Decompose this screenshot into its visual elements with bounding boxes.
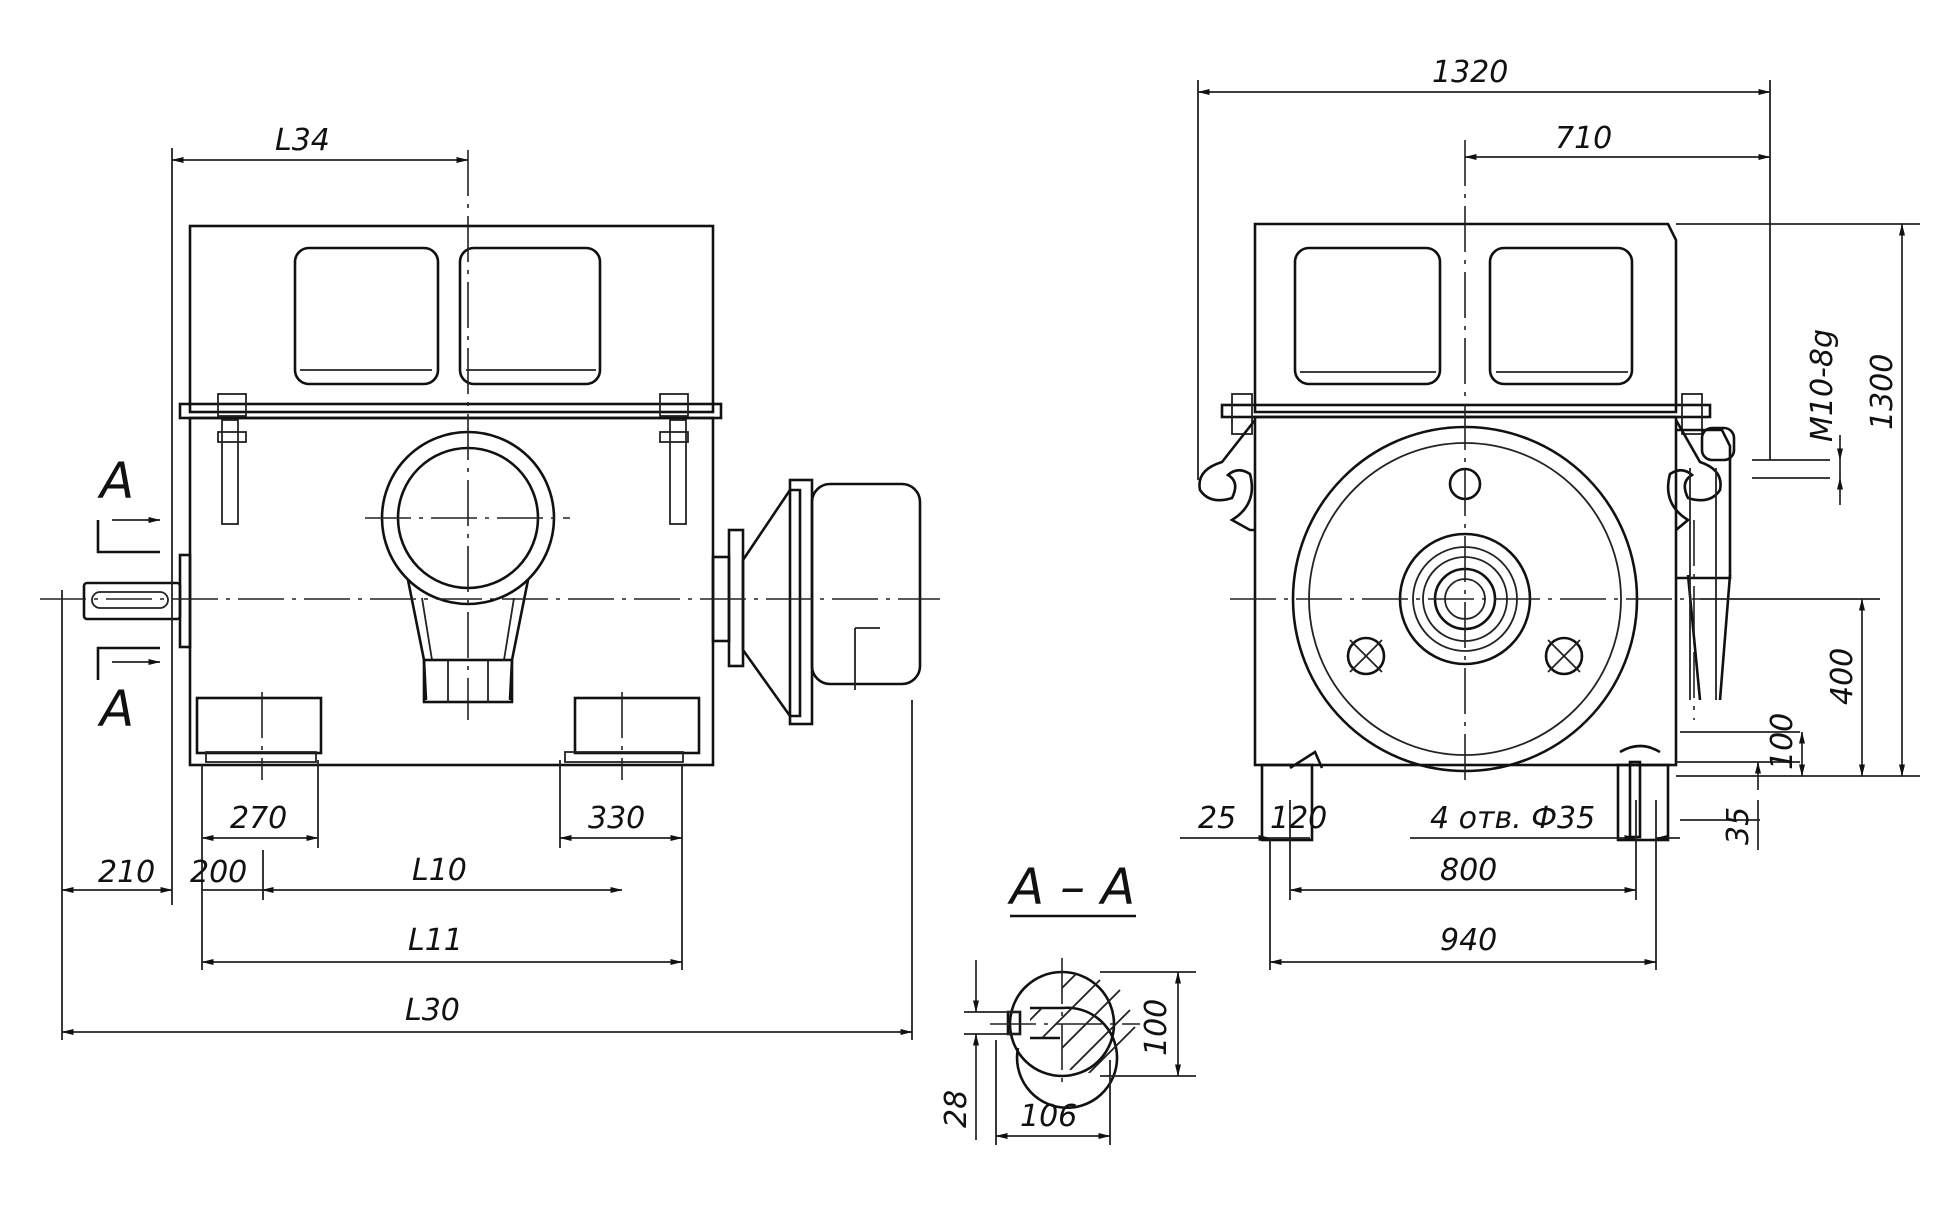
side-view: A A L34 270 330 210 200 L10 L11 L30 <box>40 123 940 1040</box>
dim-200: 200 <box>190 855 247 890</box>
section-mark-top: A <box>97 452 134 510</box>
dim-L34: L34 <box>275 123 330 158</box>
dim-holes: 4 отв. Ф35 <box>1430 801 1595 836</box>
dim-210: 210 <box>98 855 155 890</box>
dim-L11: L11 <box>408 923 463 958</box>
dim-section-106: 106 <box>1020 1099 1077 1134</box>
dim-710: 710 <box>1555 121 1612 156</box>
dim-120: 120 <box>1270 801 1327 836</box>
dim-800: 800 <box>1440 853 1497 888</box>
dim-330: 330 <box>588 801 645 836</box>
dim-100: 100 <box>1765 713 1800 770</box>
dim-1300: 1300 <box>1865 354 1900 430</box>
dim-940: 940 <box>1440 923 1497 958</box>
dim-400: 400 <box>1825 648 1860 705</box>
dim-25: 25 <box>1198 801 1236 836</box>
dim-1320: 1320 <box>1432 55 1508 90</box>
dim-section-100: 100 <box>1139 999 1174 1056</box>
section-view: A – A 100 28 <box>939 858 1196 1145</box>
dim-270: 270 <box>230 801 287 836</box>
dim-L30: L30 <box>405 993 460 1028</box>
front-view: 1320 710 1300 M10-8g 400 100 35 25 120 4… <box>1180 55 1920 970</box>
section-title: A – A <box>1007 858 1135 916</box>
dim-section-28: 28 <box>939 1090 974 1128</box>
dim-thread: M10-8g <box>1805 329 1840 442</box>
dim-L10: L10 <box>412 853 467 888</box>
section-mark-bottom: A <box>97 680 134 738</box>
dim-35: 35 <box>1721 807 1756 845</box>
